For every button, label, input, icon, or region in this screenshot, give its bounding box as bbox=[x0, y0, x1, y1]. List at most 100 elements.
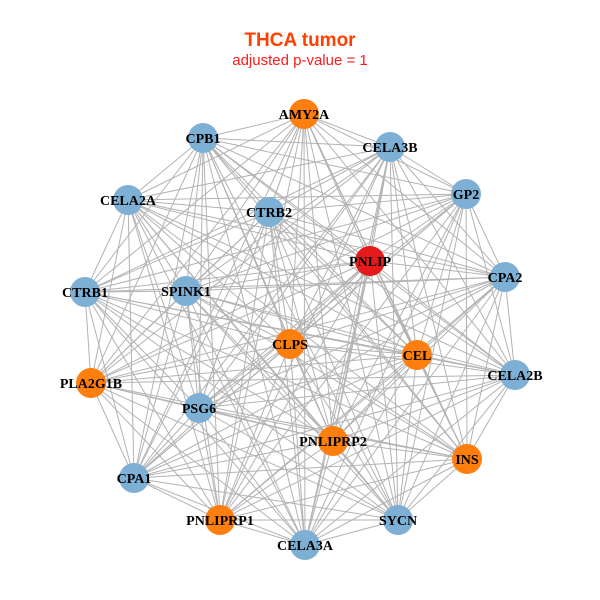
edge-PNLIP-PNLIPRP2 bbox=[332, 260, 371, 442]
edge-CPA2-CPA1 bbox=[133, 276, 506, 479]
edge-PNLIP-CELA2B bbox=[369, 260, 516, 376]
edge-PNLIP-SPINK1 bbox=[185, 260, 371, 292]
node-ctrb1: CTRB1 bbox=[62, 277, 108, 307]
edge-AMY2A-CELA3B bbox=[303, 113, 391, 148]
edge-CTRB1-PSG6 bbox=[84, 291, 200, 409]
edge-CPB1-PSG6 bbox=[198, 137, 204, 409]
edge-CEL-CELA3A bbox=[304, 354, 418, 546]
edge-CELA2A-CELA2B bbox=[127, 199, 516, 376]
edge-GP2-CTRB2 bbox=[268, 193, 467, 213]
node-circle bbox=[290, 530, 320, 560]
edge-PSG6-PNLIPRP2 bbox=[198, 407, 334, 442]
node-amy2a: AMY2A bbox=[279, 99, 330, 129]
edge-CELA3B-CTRB2 bbox=[268, 146, 391, 213]
edge-CPA2-PNLIPRP1 bbox=[219, 276, 506, 521]
edge-CELA2B-PNLIPRP2 bbox=[332, 374, 516, 442]
edge-CPB1-CTRB1 bbox=[84, 137, 204, 293]
edge-GP2-PLA2G1B bbox=[90, 193, 467, 384]
edge-PSG6-SYCN bbox=[198, 407, 399, 521]
edge-PNLIPRP2-PNLIPRP1 bbox=[219, 440, 334, 521]
edge-PLA2G1B-PNLIPRP1 bbox=[90, 382, 221, 521]
node-circle bbox=[375, 132, 405, 162]
edge-CPB1-CPA2 bbox=[202, 137, 506, 278]
node-label: GP2 bbox=[453, 188, 479, 203]
edge-INS-PNLIPRP1 bbox=[219, 458, 468, 521]
edge-SPINK1-CELA2B bbox=[185, 290, 516, 376]
edge-CELA3B-CLPS bbox=[289, 146, 391, 345]
node-cela3a: CELA3A bbox=[277, 530, 334, 560]
edge-SYCN-CELA3A bbox=[304, 519, 399, 546]
edge-PNLIP-CTRB1 bbox=[84, 260, 371, 293]
node-cela3b: CELA3B bbox=[362, 132, 418, 162]
edge-CELA3B-CPA2 bbox=[389, 146, 506, 278]
edge-SPINK1-CEL bbox=[185, 290, 418, 356]
node-gp2: GP2 bbox=[451, 179, 481, 209]
edge-INS-CELA3A bbox=[304, 458, 468, 546]
node-circle bbox=[289, 99, 319, 129]
edge-CPA2-SPINK1 bbox=[185, 276, 506, 292]
node-cpa2: CPA2 bbox=[488, 262, 522, 292]
edge-CELA3B-SYCN bbox=[389, 146, 399, 521]
edge-CTRB1-PNLIPRP2 bbox=[84, 291, 334, 442]
edge-CTRB2-CELA3A bbox=[268, 211, 306, 546]
edge-PNLIPRP2-SYCN bbox=[332, 440, 399, 521]
figure-subtitle: adjusted p-value = 1 bbox=[232, 52, 368, 69]
edge-CPB1-CELA3B bbox=[202, 137, 391, 148]
edge-CELA3B-PLA2G1B bbox=[90, 146, 391, 384]
edge-CTRB2-SYCN bbox=[268, 211, 399, 521]
node-circle bbox=[500, 360, 530, 390]
edge-CEL-PSG6 bbox=[198, 354, 418, 409]
edge-CPB1-CEL bbox=[202, 137, 418, 356]
edge-CELA2A-CEL bbox=[127, 199, 418, 356]
node-circle bbox=[184, 393, 214, 423]
edge-CPA2-PLA2G1B bbox=[90, 276, 506, 384]
edge-CELA2B-CPA1 bbox=[133, 374, 516, 479]
edge-CELA2B-PNLIPRP1 bbox=[219, 374, 516, 521]
edge-SPINK1-CLPS bbox=[185, 290, 291, 345]
edge-CPA1-SYCN bbox=[133, 477, 399, 521]
edge-CLPS-PNLIPRP1 bbox=[219, 343, 291, 521]
edge-CPB1-PNLIPRP1 bbox=[202, 137, 221, 521]
figure-title: THCA tumor bbox=[244, 30, 356, 51]
node-label: SYCN bbox=[379, 514, 417, 529]
node-circle bbox=[188, 123, 218, 153]
edge-GP2-CELA3A bbox=[304, 193, 467, 546]
node-label: CEL bbox=[403, 349, 432, 364]
node-spink1: SPINK1 bbox=[161, 276, 211, 306]
edge-CPA2-CLPS bbox=[289, 276, 506, 345]
edge-CTRB1-CPA1 bbox=[84, 291, 135, 479]
node-label: AMY2A bbox=[279, 108, 330, 123]
edge-PNLIP-CLPS bbox=[289, 260, 371, 345]
node-label: SPINK1 bbox=[161, 285, 211, 300]
node-label: CPA1 bbox=[117, 472, 152, 487]
edge-GP2-CELA2A bbox=[127, 193, 467, 201]
edge-CLPS-CELA2B bbox=[289, 343, 516, 376]
edge-CELA3B-CTRB1 bbox=[84, 146, 391, 293]
edge-CPB1-GP2 bbox=[202, 137, 467, 195]
edge-CELA3B-PSG6 bbox=[198, 146, 391, 409]
edge-CPB1-CELA2A bbox=[127, 137, 204, 201]
edge-CEL-PNLIPRP2 bbox=[332, 354, 418, 442]
edge-AMY2A-CLPS bbox=[289, 113, 305, 345]
edge-CELA2A-INS bbox=[127, 199, 468, 460]
edge-GP2-CEL bbox=[416, 193, 467, 356]
edge-AMY2A-CPB1 bbox=[202, 113, 305, 139]
edge-PNLIPRP2-INS bbox=[332, 440, 468, 460]
edge-CELA2A-SPINK1 bbox=[127, 199, 187, 292]
edge-PLA2G1B-CPA1 bbox=[90, 382, 135, 479]
edge-AMY2A-CTRB1 bbox=[84, 113, 305, 293]
edge-CTRB2-PNLIPRP2 bbox=[268, 211, 334, 442]
node-label: CELA2A bbox=[100, 194, 157, 209]
node-label: CPB1 bbox=[186, 132, 221, 147]
node-label: CELA3B bbox=[362, 141, 417, 156]
edge-CELA2A-CTRB1 bbox=[84, 199, 129, 293]
edge-INS-CPA1 bbox=[133, 458, 468, 479]
edge-CTRB1-PLA2G1B bbox=[84, 291, 92, 384]
node-cpa1: CPA1 bbox=[117, 463, 152, 493]
edge-PNLIP-CELA3A bbox=[304, 260, 371, 546]
edge-CPA1-PNLIPRP1 bbox=[133, 477, 221, 521]
edge-CTRB1-SYCN bbox=[84, 291, 399, 521]
edge-CTRB2-CEL bbox=[268, 211, 418, 356]
node-ins: INS bbox=[452, 444, 482, 474]
